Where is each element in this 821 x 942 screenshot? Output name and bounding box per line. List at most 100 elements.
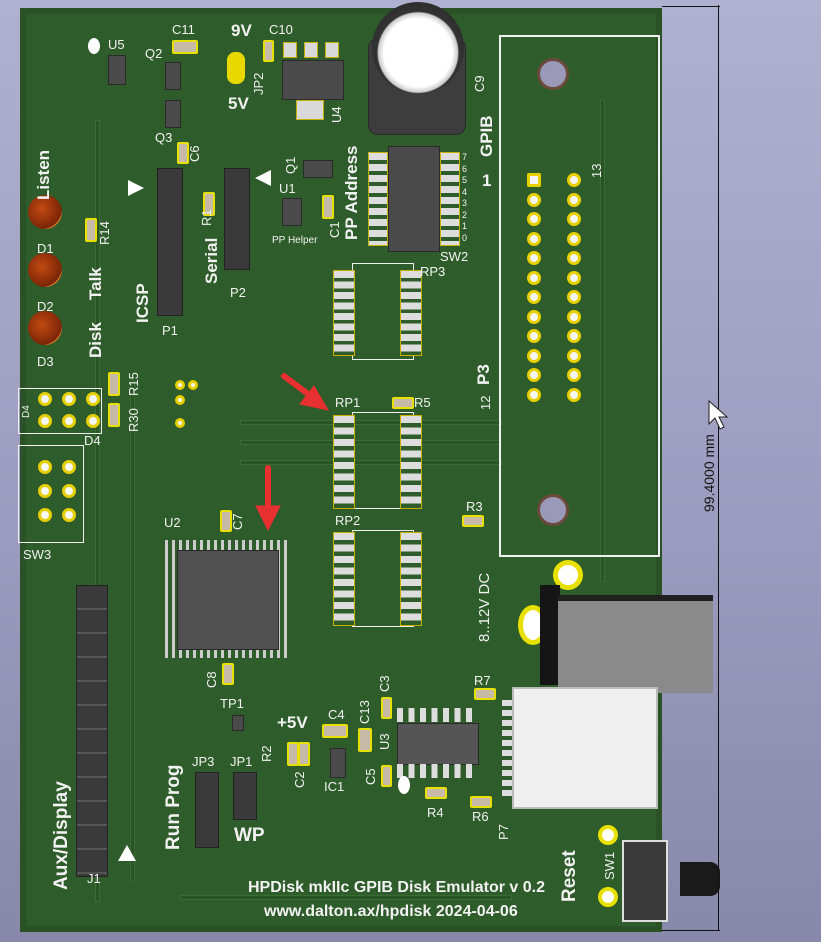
- label-tp1: TP1: [220, 696, 244, 711]
- label-r5: R5: [414, 395, 431, 410]
- label-icsp: ICSP: [133, 283, 152, 323]
- label-r1: R1: [199, 209, 214, 226]
- reset-switch-sw1[interactable]: [622, 840, 668, 922]
- label-listen: Listen: [34, 149, 53, 200]
- gpib-pin: [567, 192, 581, 207]
- dip-switch-sw2: [388, 146, 440, 252]
- label-disk: Disk: [86, 322, 105, 358]
- label-rp3: RP3: [420, 264, 446, 279]
- pad: [283, 42, 297, 58]
- pad: [400, 415, 422, 509]
- label-gpib-pin13: 13: [589, 163, 604, 178]
- gpib-pin: [527, 348, 541, 363]
- pad: [333, 415, 355, 509]
- gpib-pin: [527, 212, 541, 226]
- jumper-jp2: [227, 52, 245, 84]
- label-d2: D2: [37, 299, 54, 314]
- label-r30: R30: [126, 408, 141, 432]
- label-9v: 9V: [231, 21, 252, 40]
- label-aux-display: Aux/Display: [51, 781, 72, 890]
- capacitor-c13: [358, 728, 372, 752]
- pin: [38, 392, 52, 406]
- pin1-marker-icon: [255, 170, 271, 186]
- label-p2: P2: [230, 285, 246, 300]
- pin: [38, 508, 52, 522]
- u3-pins-bottom: [397, 764, 477, 778]
- pin1-marker-icon: [128, 180, 144, 196]
- dimension-tick: [662, 6, 720, 7]
- gpib-pin: [527, 368, 541, 382]
- resistor-r4: [425, 787, 447, 799]
- dip-number: 2: [462, 209, 468, 220]
- pin: [38, 484, 52, 498]
- capacitor-c11: [172, 40, 198, 54]
- pin: [188, 380, 198, 390]
- led-array-d4-outline: [18, 388, 102, 434]
- label-pp-helper: PP Helper: [272, 235, 318, 246]
- regulator-u4: [282, 60, 344, 100]
- label-p1: P1: [162, 323, 178, 338]
- pad: [440, 152, 460, 246]
- trace: [180, 895, 512, 900]
- trace: [240, 420, 502, 425]
- led-d2: [28, 253, 62, 287]
- pin: [62, 392, 76, 406]
- label-q3: Q3: [155, 130, 173, 145]
- chip-u1: [282, 198, 302, 226]
- sd-card-slot-p7[interactable]: [512, 687, 658, 809]
- sw1-pad: [598, 825, 618, 845]
- gpib-pin: [567, 212, 581, 226]
- pin: [62, 414, 76, 428]
- label-j1: J1: [87, 871, 101, 886]
- label-u4: U4: [329, 106, 344, 123]
- pin: [62, 484, 76, 498]
- reset-button-plunger[interactable]: [680, 862, 720, 896]
- pad: [368, 152, 388, 246]
- resistor-r7: [474, 688, 496, 700]
- label-c3: C3: [377, 675, 392, 692]
- label-sw2: SW2: [440, 249, 469, 264]
- label-c1: C1: [327, 221, 342, 238]
- microcontroller-u2: [177, 550, 279, 650]
- gpib-pin: [527, 173, 541, 187]
- dip-number: 0: [462, 232, 468, 243]
- pin: [175, 418, 185, 428]
- label-u2: U2: [164, 515, 181, 530]
- dip-number: 6: [462, 163, 468, 174]
- jumper-jp3-run-prog[interactable]: [195, 772, 219, 848]
- gpib-pin: [567, 173, 581, 187]
- mouse-cursor-icon: [708, 400, 729, 430]
- label-p3: P3: [474, 364, 493, 385]
- u3-pins-top: [397, 708, 477, 722]
- header-p1-icsp: [157, 168, 183, 316]
- trace: [95, 120, 100, 902]
- resistor-r6: [470, 796, 492, 808]
- label-c8: C8: [204, 671, 219, 688]
- label-r15: R15: [126, 372, 141, 396]
- pad: [333, 270, 355, 356]
- gpib-pin: [567, 387, 581, 402]
- capacitor-c7: [220, 510, 232, 532]
- capacitor-c1: [322, 195, 334, 219]
- label-jp1: JP1: [230, 754, 253, 769]
- label-rp1: RP1: [335, 395, 361, 410]
- mounting-hole: [537, 494, 569, 526]
- fiducial-mark: [88, 38, 100, 54]
- label-d3: D3: [37, 354, 54, 369]
- gpib-pin: [567, 309, 581, 324]
- arrow-head-icon: [255, 505, 281, 532]
- dc-jack-8-12v[interactable]: [558, 595, 713, 693]
- label-talk: Talk: [86, 267, 105, 300]
- pad: [333, 532, 355, 626]
- label-r3: R3: [466, 499, 483, 514]
- dip-number: 5: [462, 175, 468, 185]
- label-gpib: GPIB: [477, 115, 496, 157]
- switch-sw3-outline[interactable]: [18, 445, 84, 543]
- jumper-jp1-wp[interactable]: [233, 772, 257, 820]
- label-serial: Serial: [202, 237, 221, 284]
- label-pp-address: PP Address: [342, 145, 361, 241]
- label-d1: D1: [37, 241, 54, 256]
- label-jp2: JP2: [251, 72, 266, 95]
- pad: [400, 532, 422, 626]
- label-gpib-pin1: 1: [482, 171, 492, 190]
